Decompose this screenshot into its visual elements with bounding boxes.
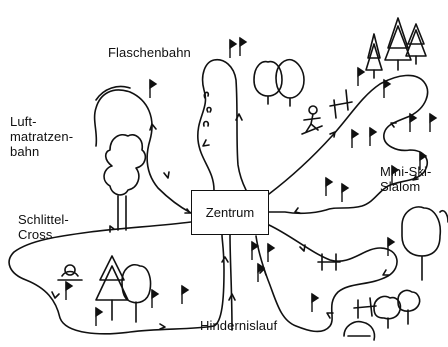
label-flaschenbahn: Flaschenbahn xyxy=(108,45,191,60)
pine-trees-icon xyxy=(366,18,426,78)
flag-icon xyxy=(342,184,348,202)
flag-icon xyxy=(182,286,188,304)
flag-icon xyxy=(152,290,158,308)
skier-icon xyxy=(302,106,322,134)
arrow-hind-2 xyxy=(383,270,389,275)
zentrum-box: Zentrum xyxy=(191,190,269,235)
flag-icon xyxy=(358,68,364,86)
round-trees-icon xyxy=(254,60,304,106)
flag-icon xyxy=(66,282,72,300)
big-pine-icon xyxy=(104,135,145,230)
arrow-schlittel-3 xyxy=(160,324,165,329)
arrow-luft xyxy=(164,172,169,178)
arrow-luft-2 xyxy=(150,124,156,130)
flag-icon xyxy=(150,80,156,98)
bottles-icon xyxy=(204,92,211,126)
sledder-icon xyxy=(58,265,82,280)
label-luftmatratzenbahn: Luft- matratzen- bahn xyxy=(10,114,73,159)
arrow-hind-1 xyxy=(300,245,305,251)
bushes-icon xyxy=(374,290,420,328)
flag-icon xyxy=(252,242,258,260)
arrow-flaschenbahn xyxy=(203,140,209,146)
round-tree-right-icon xyxy=(402,207,448,280)
rock-icon xyxy=(344,322,375,340)
tree-bottom-left-icon xyxy=(96,256,151,322)
zentrum-label: Zentrum xyxy=(206,205,254,220)
path-flaschenbahn xyxy=(198,60,246,190)
flag-icon xyxy=(96,308,102,326)
path-center-down xyxy=(230,235,232,330)
flag-icon xyxy=(410,114,416,132)
label-mini-ski-slalom: Mini-Ski- Slalom xyxy=(380,164,431,194)
flag-icon xyxy=(240,38,246,56)
label-schlittel-cross: Schlittel- Cross xyxy=(18,212,69,242)
flag-icon xyxy=(430,114,436,132)
arrow-schlittel-4 xyxy=(222,257,228,262)
flag-icon xyxy=(370,128,376,146)
flag-icon xyxy=(312,294,318,312)
arrow-slalom-4 xyxy=(295,208,300,213)
flag-icon xyxy=(268,244,274,262)
arrow-slalom-2 xyxy=(391,123,396,127)
arrow-schlittel-2 xyxy=(52,292,59,298)
flag-icon xyxy=(230,40,236,58)
flag-icon xyxy=(384,80,390,98)
label-hindernislauf: Hindernislauf xyxy=(200,318,277,333)
flag-icon xyxy=(352,130,358,148)
flag-icon xyxy=(326,178,332,196)
